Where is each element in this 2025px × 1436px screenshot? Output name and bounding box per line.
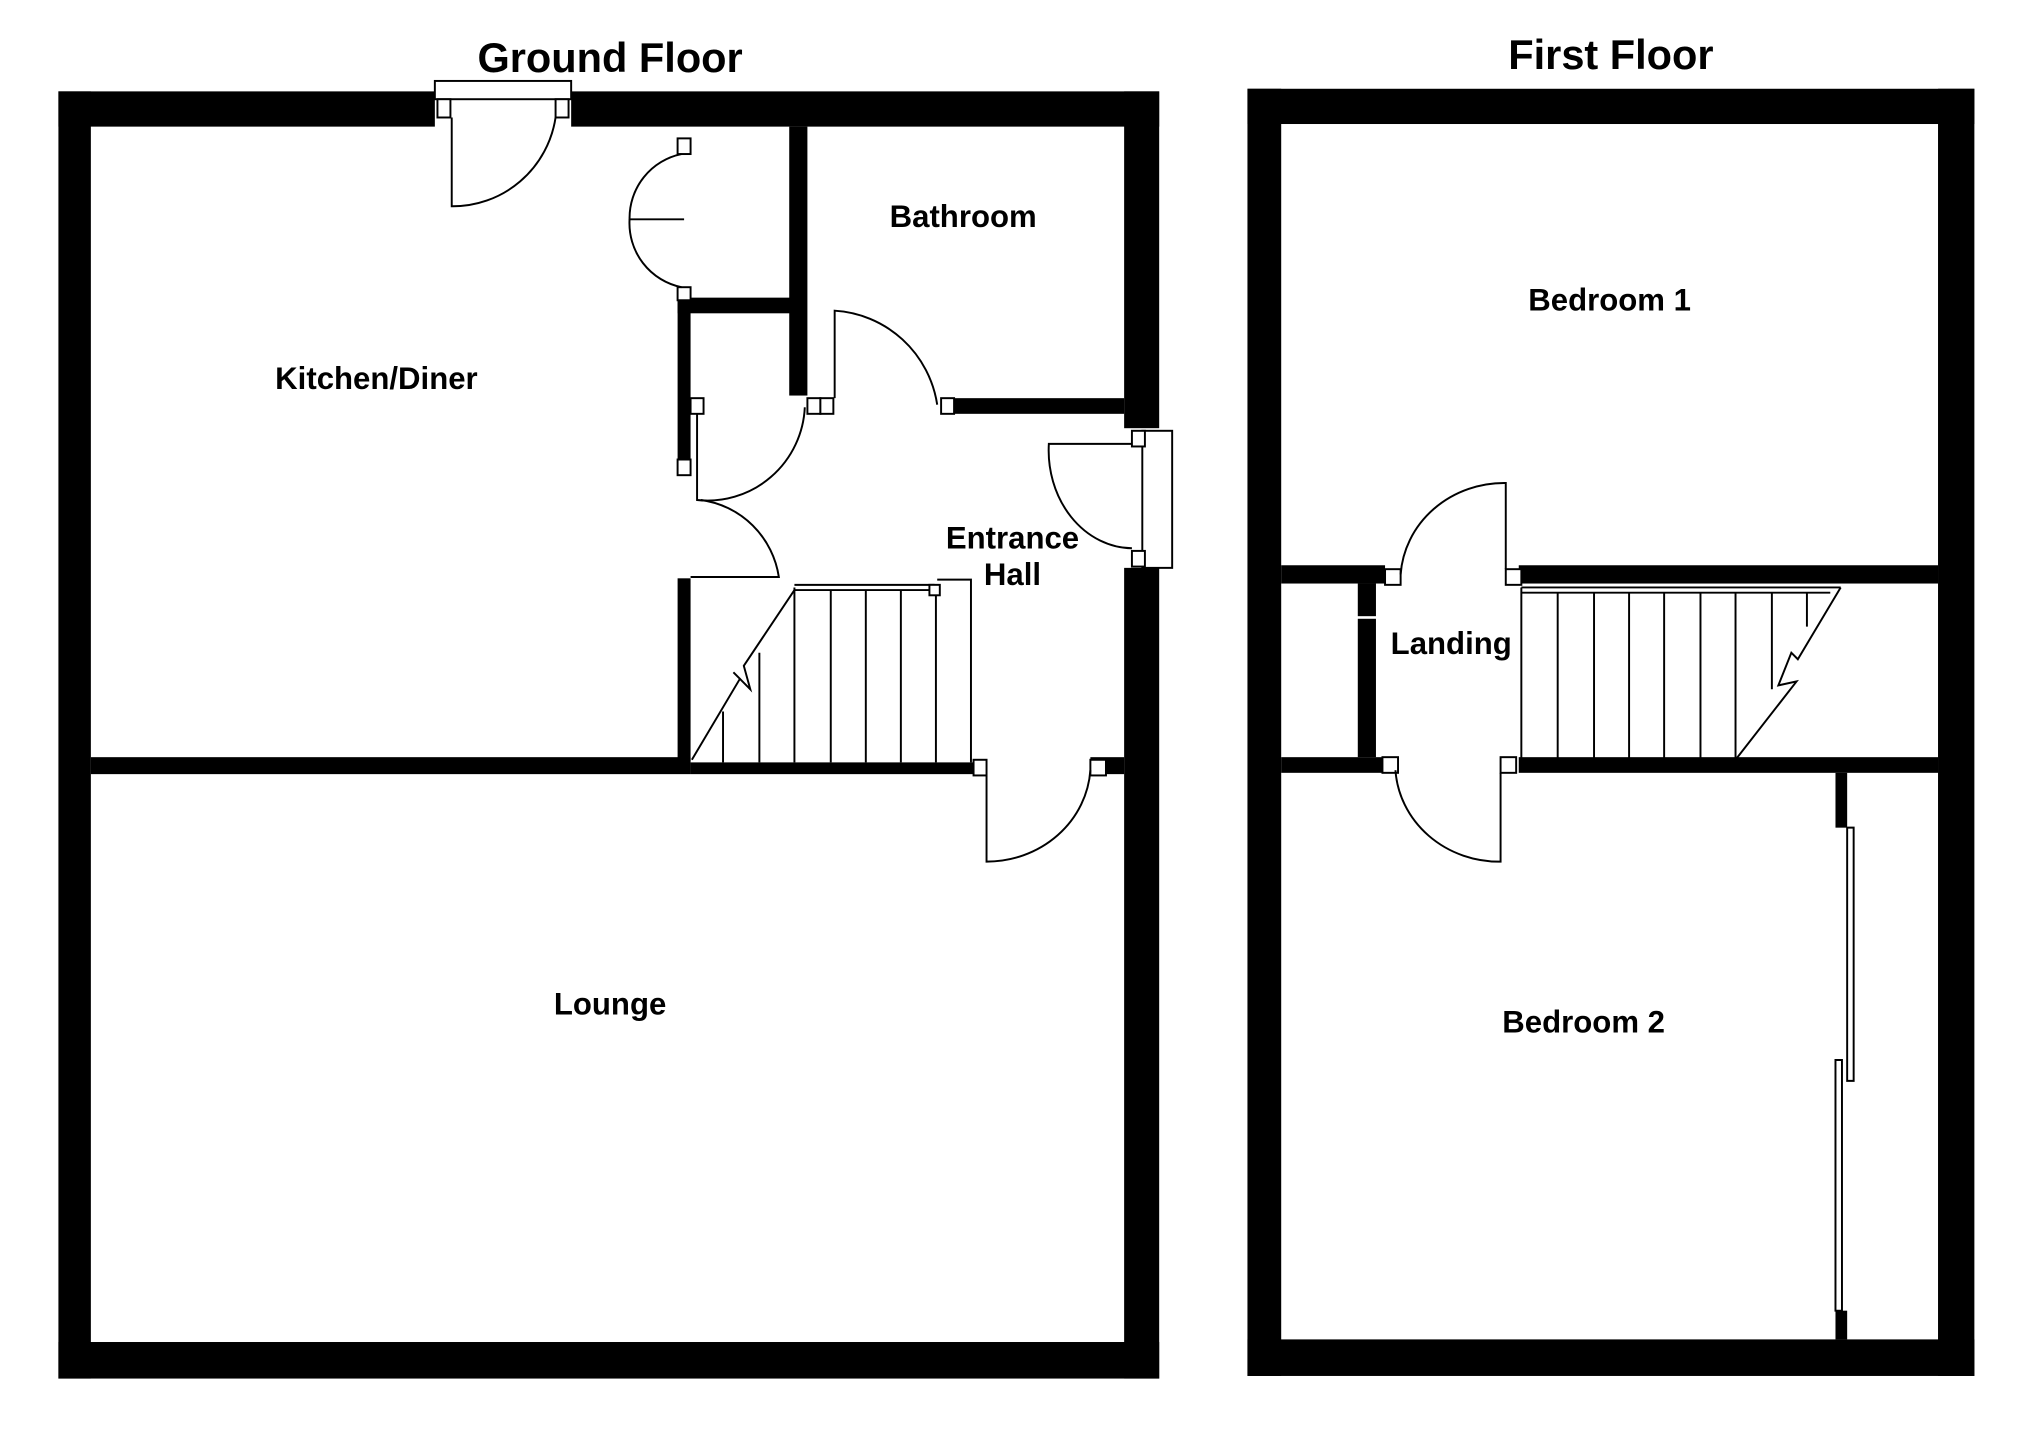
first-outer-walls — [1247, 88, 1975, 1376]
first-floor-title: First Floor — [1508, 31, 1713, 78]
bedroom1-door — [1384, 482, 1523, 586]
kitchen-diner-label: Kitchen/Diner — [275, 361, 477, 396]
wardrobe — [1834, 772, 1855, 1340]
first-floor-plan: First Floor — [1247, 31, 1975, 1376]
ground-interior-walls — [90, 126, 1125, 775]
bedroom1-label: Bedroom 1 — [1528, 283, 1691, 318]
bedroom2-label: Bedroom 2 — [1502, 1005, 1665, 1040]
kitchen-door — [676, 397, 806, 578]
bathroom-door — [806, 309, 956, 415]
ground-outer-walls — [58, 91, 1160, 1379]
first-stairs — [1520, 586, 1842, 761]
bedroom2-door — [1381, 756, 1518, 863]
entrance-hall-label-line1: Entrance — [946, 520, 1079, 555]
ground-floor-plan: Ground Floor — [58, 34, 1174, 1379]
entrance-hall-label-line2: Hall — [984, 557, 1041, 592]
front-door — [1047, 429, 1174, 569]
bathroom-label: Bathroom — [890, 199, 1037, 234]
back-door — [433, 79, 573, 208]
first-interior-walls — [1281, 565, 1939, 773]
landing-label: Landing — [1391, 626, 1512, 661]
ground-stairs — [691, 578, 972, 763]
lounge-label: Lounge — [554, 986, 666, 1021]
lounge-door — [972, 758, 1107, 863]
ground-floor-title: Ground Floor — [477, 34, 742, 81]
cupboard-doors — [628, 137, 692, 302]
